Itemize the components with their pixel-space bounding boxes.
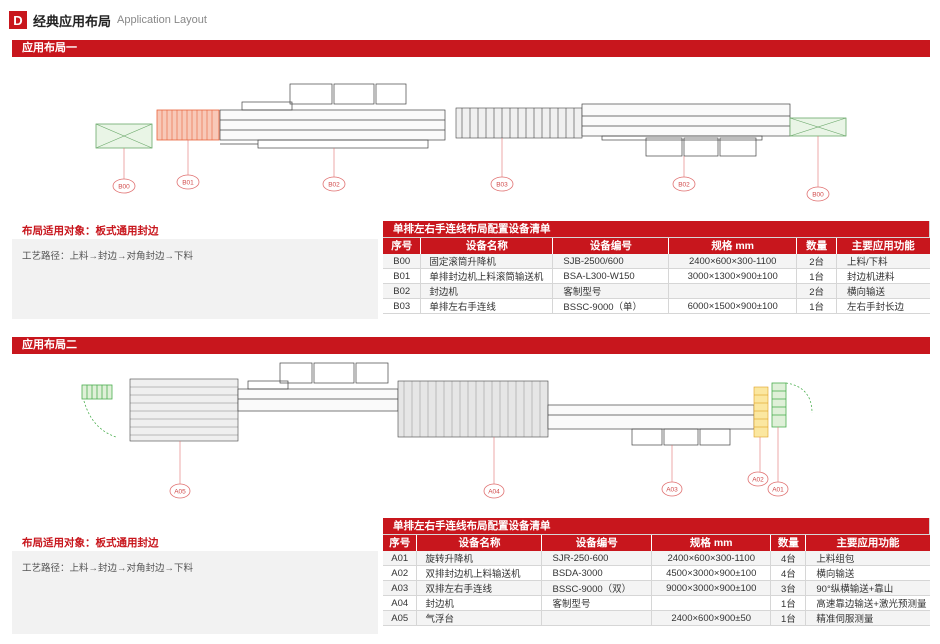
layout1-process-route: 工艺路径：上料→封边→对角封边→下料 (22, 251, 194, 262)
a01-rotary-lift (771, 382, 813, 428)
a02-right-edge-bander (547, 404, 755, 446)
callout-a05: A05 (174, 489, 186, 496)
layout1-table-header: 序号 设备名称 设备编号 规格 mm 数量 主要应用功能 (383, 237, 930, 254)
layout2-info-panel: 布局适用对象：板式通用封边 工艺路径：上料→封边→对角封边→下料 (12, 531, 378, 634)
layout1-section-bar: 应用布局一 (12, 40, 930, 57)
callout-b02-right: B02 (678, 182, 690, 189)
b03-long-conveyor (455, 107, 583, 139)
b00-left-unit (95, 123, 153, 149)
a05-left-lift (81, 384, 117, 438)
layout1-info-panel: 布局适用对象：板式通用封边 工艺路径：上料→封边→对角封边→下料 (12, 219, 378, 319)
layout2-table-header: 序号 设备名称 设备编号 规格 mm 数量 主要应用功能 (383, 534, 930, 551)
layout2-table-title: 单排左右手连线布局配置设备清单 (383, 518, 930, 535)
layout2-process-route: 工艺路径：上料→封边→对角封边→下料 (22, 563, 194, 574)
page-title: 经典应用布局 (33, 13, 112, 29)
layout1-applies-to: 布局适用对象：板式通用封边 (22, 225, 159, 237)
section-letter-badge: D (9, 11, 27, 29)
b01-roller-conveyor (156, 109, 220, 141)
b02-left-edge-bander (219, 83, 446, 149)
callout-b02-left: B02 (328, 182, 340, 189)
page-subtitle: Application Layout (117, 14, 207, 26)
b00-right-unit (789, 117, 847, 137)
callout-a01: A01 (772, 487, 784, 494)
callout-a03: A03 (666, 487, 678, 494)
a05-air-table (129, 378, 239, 442)
a03-double-conveyor (397, 380, 549, 438)
a04-edge-bander (237, 362, 399, 412)
b02-right-edge-bander (581, 103, 791, 157)
callout-b01: B01 (182, 180, 194, 187)
layout1-equipment-table: 单排左右手连线布局配置设备清单 序号 设备名称 设备编号 规格 mm 数量 主要… (383, 221, 930, 314)
layout2-equipment-table: 单排左右手连线布局配置设备清单 序号 设备名称 设备编号 规格 mm 数量 主要… (383, 518, 930, 626)
callout-b00-left: B00 (118, 184, 130, 191)
callout-b00-right: B00 (812, 192, 824, 199)
layout2-drawing: A05 A04 A03 A02 A01 (81, 362, 813, 499)
callout-a04: A04 (488, 489, 500, 496)
callout-a02: A02 (752, 477, 764, 484)
page-header: D 经典应用布局 Application Layout (9, 10, 207, 30)
a02-conveyor (753, 386, 769, 438)
layout2-section-bar: 应用布局二 (12, 337, 930, 354)
callout-b03: B03 (496, 182, 508, 189)
layout1-callout-group (112, 174, 830, 202)
layout1-drawing: B00 B01 B02 B03 B02 B00 (95, 83, 847, 202)
layout1-table-title: 单排左右手连线布局配置设备清单 (383, 221, 930, 238)
layout2-applies-to: 布局适用对象：板式通用封边 (22, 537, 159, 549)
